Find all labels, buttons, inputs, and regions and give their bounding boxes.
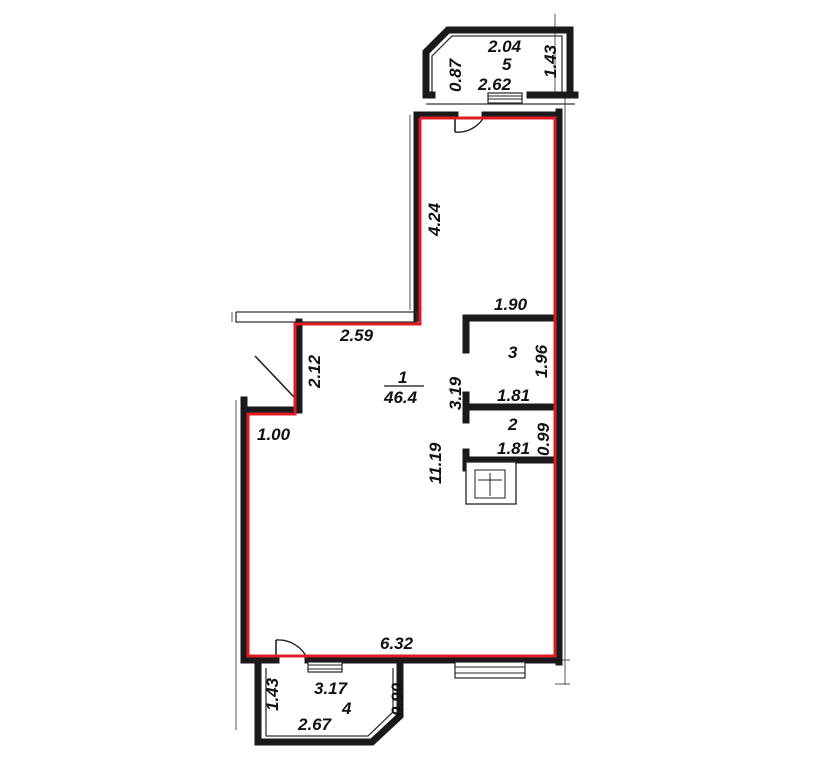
balcony-top xyxy=(422,26,579,105)
dim-main-upper-height: 4.24 xyxy=(425,202,444,237)
dim-balcony-top-inner: 2.62 xyxy=(477,75,512,94)
room-number-4: 4 xyxy=(341,699,352,718)
door-entrance xyxy=(254,355,295,398)
walls xyxy=(235,108,563,666)
dim-room2-bottom-width: 1.81 xyxy=(497,439,530,458)
dim-balcony-top-width: 2.04 xyxy=(487,37,522,56)
dim-balcony-top-side: 0.87 xyxy=(446,57,465,92)
window-bottom-right xyxy=(454,661,526,679)
dim-entry-width: 1.00 xyxy=(257,425,291,444)
dim-main-height: 11.19 xyxy=(426,442,445,484)
room-number-1: 1 xyxy=(398,368,407,387)
dim-step-width: 2.59 xyxy=(339,326,374,345)
dim-balcony-bottom-width: 2.67 xyxy=(297,715,333,734)
room-number-2: 2 xyxy=(507,415,518,434)
dim-room3-height: 1.96 xyxy=(532,344,551,378)
dim-balcony-bottom-inner: 3.17 xyxy=(314,679,349,698)
room-area-1: 46.4 xyxy=(383,388,418,407)
dim-room2-top-width: 1.81 xyxy=(497,386,530,405)
room-number-3: 3 xyxy=(508,343,518,362)
dim-room2-height: 0.99 xyxy=(534,422,553,456)
room-number-5: 5 xyxy=(502,55,512,74)
dim-step-height: 2.12 xyxy=(305,354,324,389)
dim-balcony-bottom-depth: 1.43 xyxy=(263,677,282,711)
apartment-outline xyxy=(246,116,557,658)
dim-room3-width: 1.90 xyxy=(494,295,528,314)
washer-icon xyxy=(465,461,517,505)
balcony-bottom xyxy=(254,658,404,746)
dim-balcony-bottom-side: 0.90 xyxy=(388,682,407,716)
dim-bottom-width: 6.32 xyxy=(380,634,414,653)
dim-balcony-top-depth: 1.43 xyxy=(541,44,560,78)
labels: 2.04 1.43 0.87 5 2.62 4.24 2.59 2.12 1.0… xyxy=(257,37,560,734)
dim-main-inner-height: 3.19 xyxy=(446,376,465,410)
